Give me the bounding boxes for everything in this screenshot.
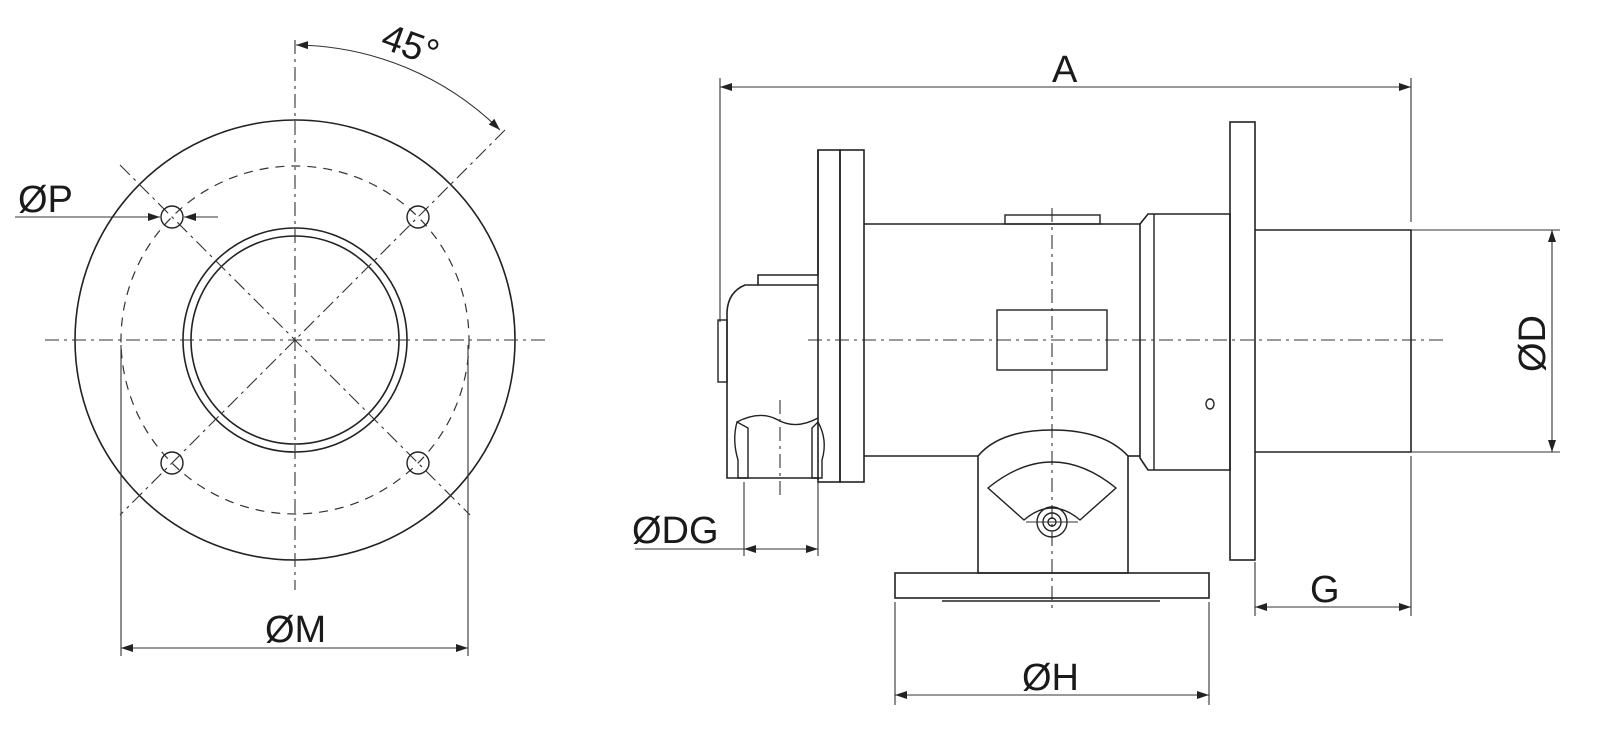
shaft-length-label: G [1310,569,1340,611]
shaft-diameter-label: ØD [1512,315,1554,372]
base-diameter-label: ØH [1022,657,1079,699]
small-hole [1205,398,1215,410]
terminal-tab [717,319,728,383]
bolt-circle-diameter-label: ØM [265,609,326,651]
bolt-hole-diameter-label: ØP [18,179,73,221]
port-break-line [736,414,819,426]
bolt-hole-top-right [406,205,430,229]
angle-label: 45° [376,16,444,75]
left-flange-inner [839,149,865,483]
port-diameter-label: ØDG [632,510,719,552]
foot-base-plate [894,572,1210,599]
top-nameplate [1004,214,1101,225]
mounting-foot [977,429,1129,574]
body-window [996,309,1108,371]
side-view: A ØDG [632,49,1560,705]
bolt-hole-bottom-left [160,451,184,475]
port-hatch-right [811,420,825,479]
right-flange [1229,121,1256,561]
bolt-hole-bottom-right [406,451,430,475]
front-view-flange: 45° ØP ØM [15,16,548,656]
bolt-hole-top-left [160,205,184,229]
overall-length-label: A [1052,49,1078,91]
left-flange-outer [817,149,841,483]
port-hatch-left [734,420,749,479]
diagonal-centerline-1 [119,164,471,516]
angle-dimension-arc [295,41,501,131]
terminal-box [726,150,819,480]
output-shaft [1255,229,1412,453]
adjustment-sector [986,461,1118,521]
diagonal-centerline-2 [119,129,506,516]
